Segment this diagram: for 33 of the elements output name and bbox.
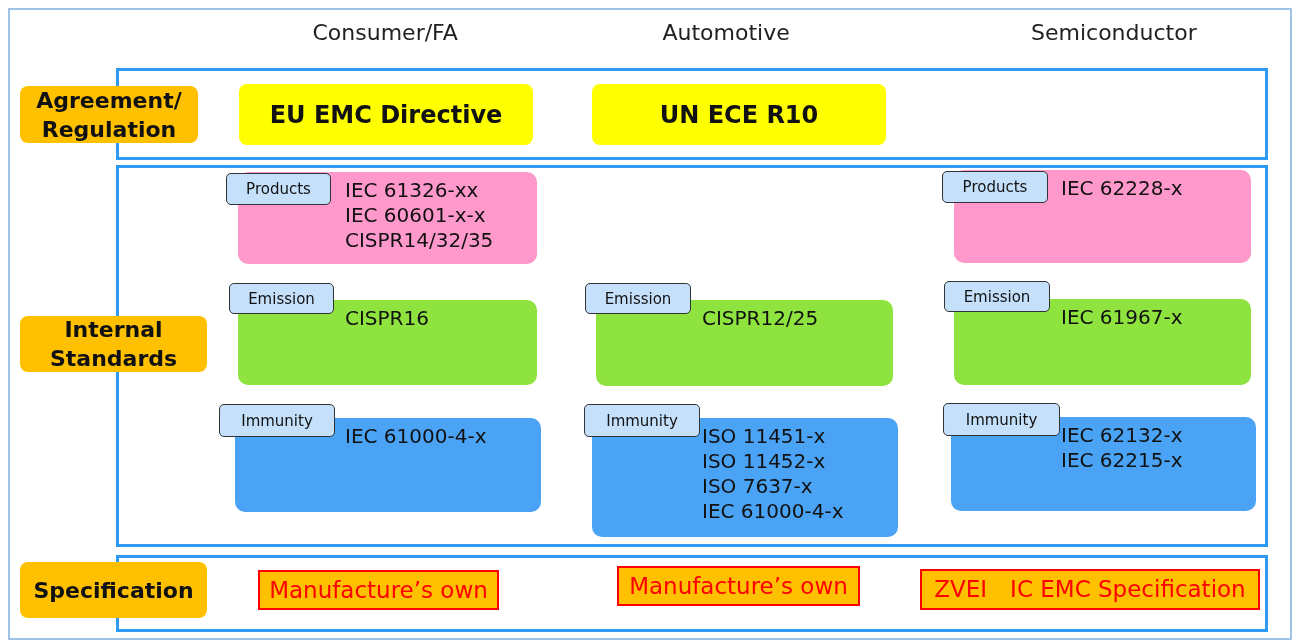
row-label: Agreement/ Regulation bbox=[20, 86, 198, 143]
standard-name: IEC 61326-xx bbox=[345, 178, 479, 203]
specification-box: ZVEI IC EMC Specification bbox=[920, 569, 1260, 610]
regulation-box: UN ECE R10 bbox=[592, 84, 886, 145]
row-label: Internal Standards bbox=[20, 316, 207, 372]
standard-name: CISPR14/32/35 bbox=[345, 228, 494, 253]
standard-name: CISPR16 bbox=[345, 306, 429, 331]
regulation-box: EU EMC Directive bbox=[239, 84, 533, 145]
standard-name: IEC 61000-4-x bbox=[702, 499, 844, 524]
category-tab: Immunity bbox=[219, 404, 335, 437]
standard-name: IEC 61967-x bbox=[1061, 305, 1183, 330]
standard-name: IEC 62228-x bbox=[1061, 176, 1183, 201]
standard-name: ISO 7637-x bbox=[702, 474, 813, 499]
row-label: Specification bbox=[20, 562, 207, 618]
category-tab: Products bbox=[226, 173, 331, 205]
standard-name: ISO 11451-x bbox=[702, 424, 826, 449]
standard-name: IEC 62132-x bbox=[1061, 423, 1183, 448]
standard-name: CISPR12/25 bbox=[702, 306, 819, 331]
standard-name: IEC 61000-4-x bbox=[345, 424, 487, 449]
category-tab: Immunity bbox=[584, 404, 700, 437]
standard-name: IEC 60601-x-x bbox=[345, 203, 486, 228]
specification-box: Manufacture’s own bbox=[258, 570, 499, 610]
category-tab: Emission bbox=[585, 283, 691, 314]
standard-name: ISO 11452-x bbox=[702, 449, 826, 474]
column-heading: Semiconductor bbox=[1031, 20, 1197, 45]
category-tab: Emission bbox=[944, 281, 1050, 312]
column-heading: Automotive bbox=[662, 20, 790, 45]
category-tab: Products bbox=[942, 171, 1048, 203]
standard-name: IEC 62215-x bbox=[1061, 448, 1183, 473]
column-heading: Consumer/FA bbox=[312, 20, 458, 45]
category-tab: Emission bbox=[229, 283, 334, 314]
specification-box: Manufacture’s own bbox=[617, 566, 860, 606]
category-tab: Immunity bbox=[943, 403, 1060, 436]
